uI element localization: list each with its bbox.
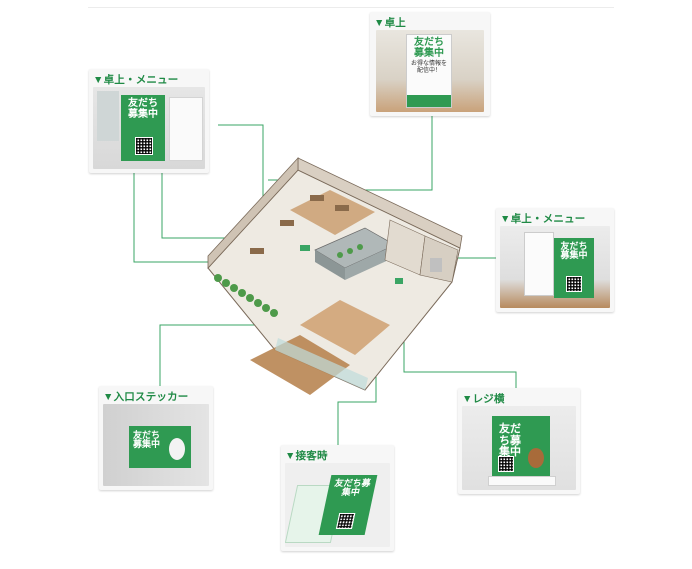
- flyer-card: 友だち募集中: [318, 475, 378, 535]
- register-pop-stand: 友だち募集中: [492, 416, 550, 476]
- register-photo: 友だち募集中: [462, 406, 576, 490]
- callout-label: ▼入口ステッカー: [103, 391, 189, 403]
- qr-code: [498, 456, 514, 472]
- sign-title: 友だち募集中: [133, 430, 161, 450]
- qr-code: [335, 513, 356, 529]
- callout-entrance-sticker: ▼入口ステッカー 友だち募集中: [99, 386, 213, 490]
- callout-label: ▼接客時: [285, 450, 328, 462]
- qr-code: [566, 276, 582, 292]
- sign-title: 友だち募集中: [414, 37, 444, 59]
- menu-pop-card: 友だち募集中: [554, 238, 594, 298]
- sign-title: 友だち募集中: [499, 423, 521, 459]
- customer-service-photo: 友だち募集中: [285, 463, 390, 547]
- table-stand-sign: 友だち募集中 お得な情報を配信中！: [406, 34, 452, 108]
- table-menu-left-photo: 友だち募集中: [93, 87, 205, 169]
- qr-code: [135, 137, 153, 155]
- store-floor-plan-illustration: [207, 156, 463, 395]
- sign-title: 友だち募集中: [333, 478, 372, 498]
- table-menu-right-photo: 友だち募集中: [500, 226, 610, 308]
- sign-title: 友だち募集中: [128, 98, 158, 120]
- callout-label: ▼卓上・メニュー: [500, 213, 586, 225]
- callout-table-top: ▼卓上 友だち募集中 お得な情報を配信中！: [370, 12, 490, 116]
- callout-label: ▼レジ横: [462, 393, 505, 405]
- callout-label: ▼卓上・メニュー: [93, 74, 179, 86]
- callout-table-menu-left: ▼卓上・メニュー 友だち募集中: [89, 69, 209, 173]
- table-top-photo: 友だち募集中 お得な情報を配信中！: [376, 30, 484, 112]
- callout-register: ▼レジ横 友だち募集中: [458, 388, 580, 494]
- entrance-sticker-photo: 友だち募集中: [103, 404, 209, 486]
- character-icon: [169, 438, 185, 460]
- entrance-sticker: 友だち募集中: [129, 426, 191, 468]
- character-icon: [528, 448, 544, 468]
- menu-pop-card: 友だち募集中: [121, 95, 165, 161]
- top-divider: [88, 7, 614, 8]
- sign-handwriting: お得な情報を配信中！: [410, 61, 447, 75]
- callout-table-menu-right: ▼卓上・メニュー 友だち募集中: [496, 208, 614, 312]
- callout-label: ▼卓上: [374, 17, 406, 29]
- sign-title: 友だち募集中: [560, 241, 588, 261]
- callout-customer-service: ▼接客時 友だち募集中: [281, 445, 394, 551]
